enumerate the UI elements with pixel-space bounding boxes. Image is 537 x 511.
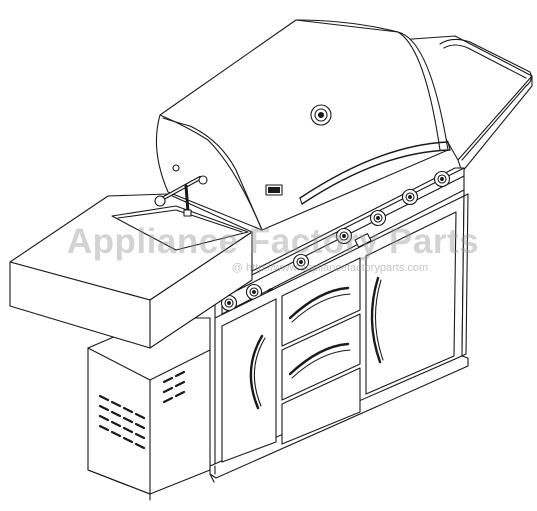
vent-slots [98, 370, 186, 450]
knob [220, 294, 238, 312]
right-door [365, 211, 457, 395]
knob [369, 209, 387, 227]
drawer-top [281, 257, 361, 347]
left-cabinet [87, 317, 211, 495]
drawer-bottom [281, 367, 361, 445]
knob [292, 253, 310, 271]
side-burner-shelf [9, 175, 253, 349]
drawer-middle [281, 313, 361, 401]
side-burner-handle [154, 175, 208, 217]
knob [433, 170, 451, 188]
grill-lid [155, 19, 451, 231]
right-side-shelf [395, 35, 533, 173]
casters [149, 473, 215, 501]
knob [335, 227, 353, 245]
knob [401, 188, 419, 206]
burner-knobs [220, 170, 451, 312]
left-door [221, 298, 277, 463]
